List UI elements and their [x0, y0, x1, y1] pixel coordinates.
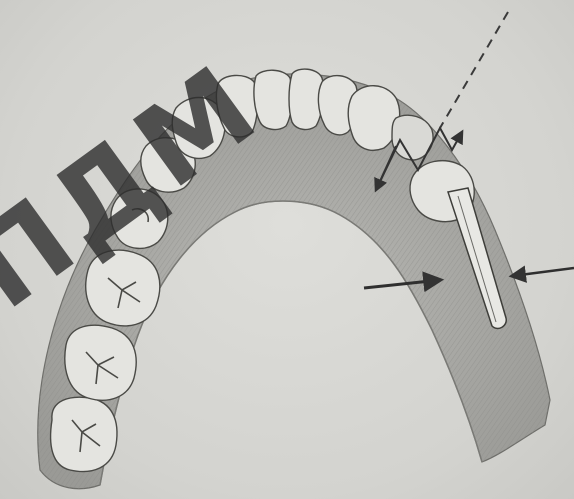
dashed-guide-line-icon — [440, 12, 508, 128]
molar-icon — [65, 325, 136, 400]
molar-icon — [51, 397, 117, 471]
compression-arrow-right-icon — [512, 268, 574, 276]
